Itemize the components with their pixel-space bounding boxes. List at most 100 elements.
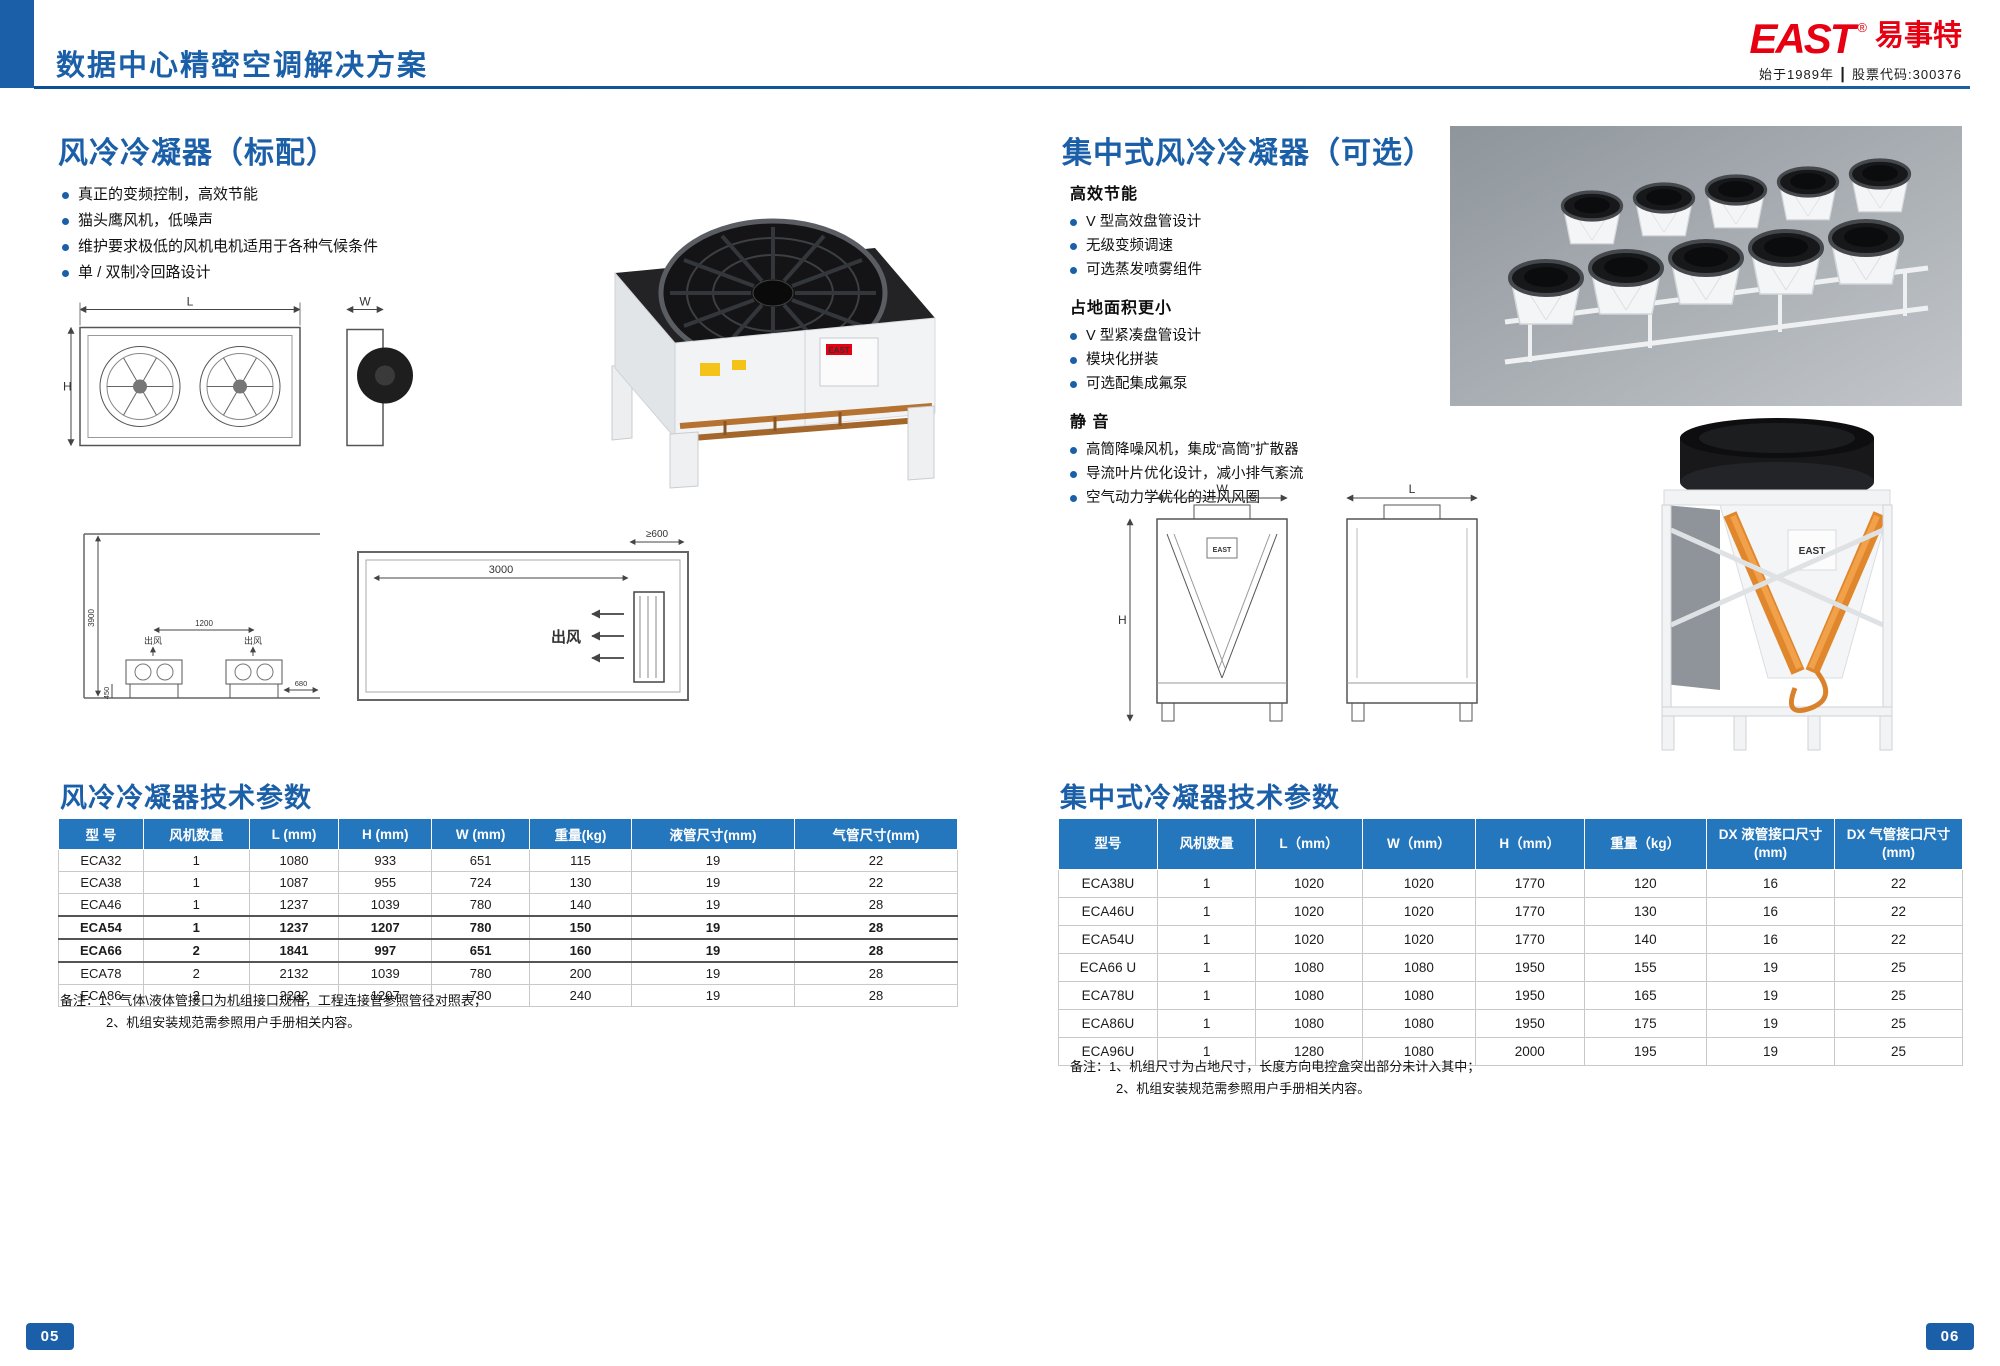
feature-group: 静 音 高筒降噪风机，集成“高筒”扩散器 导流叶片优化设计，减小排气紊流 <box>1070 408 1450 510</box>
dim-label-h: H <box>63 380 72 394</box>
column-header: 重量（kg） <box>1583 817 1708 871</box>
dim-label-gap: 1200 <box>195 619 213 628</box>
bullet-text: 猫头鹰风机，低噪声 <box>78 212 214 229</box>
table-cell: 1039 <box>338 893 433 917</box>
table-cell: 1020 <box>1255 869 1363 899</box>
bullet-icon <box>1070 332 1077 340</box>
bullet-icon <box>1070 266 1077 274</box>
bullet-icon <box>1070 242 1077 250</box>
table-cell: 120 <box>1583 869 1708 899</box>
table-cell: 1207 <box>338 984 433 1007</box>
table-cell: 28 <box>793 984 959 1007</box>
list-item: 维护要求极低的风机电机适用于各种气候条件 <box>62 234 522 260</box>
table-cell: 1020 <box>1361 869 1476 899</box>
column-header: W (mm) <box>431 818 531 850</box>
right-notes: 备注：1、机组尺寸为占地尺寸，长度方向电控盒突出部分未计入其中； 2、机组安装规… <box>1070 1056 1480 1100</box>
table-cell: ECA38U <box>1058 869 1158 899</box>
column-header: 风机数量 <box>142 818 250 850</box>
table-cell: 1 <box>1156 897 1257 927</box>
table-cell: 1950 <box>1474 1009 1585 1039</box>
technical-drawing-condenser-views: L H W <box>62 292 472 480</box>
bullet-text: 维护要求极低的风机电机适用于各种气候条件 <box>78 238 379 255</box>
dim-label-clearance: ≥600 <box>646 529 669 540</box>
bullet-icon <box>1070 494 1077 502</box>
table-cell: ECA54 <box>58 915 144 940</box>
dim-label-l: L <box>187 295 194 309</box>
feature-item-list: V 型紧凑盘管设计 模块化拼装 可选配集成氟泵 <box>1070 324 1450 396</box>
list-item: 真正的变频控制，高效节能 <box>62 182 522 208</box>
bullet-text: 可选蒸发喷雾组件 <box>1086 262 1202 278</box>
column-header: W（mm） <box>1361 817 1476 871</box>
list-item: 无级变频调速 <box>1070 234 1450 258</box>
table-cell: 1 <box>1156 869 1257 899</box>
table-cell: 19 <box>1706 1009 1835 1039</box>
table-cell: 955 <box>338 871 433 894</box>
table-cell: 1080 <box>1255 981 1363 1011</box>
left-feature-list: 真正的变频控制，高效节能 猫头鹰风机，低噪声 维护要求极低的风机电机适用于各种气… <box>62 182 522 286</box>
table-cell: 140 <box>529 893 632 917</box>
list-item: 高筒降噪风机，集成“高筒”扩散器 <box>1070 438 1450 462</box>
product-logo-label: EAST <box>1213 547 1232 554</box>
note-line: 备注：1、气体\液体管接口为机组接口规格，工程连接管参照管径对照表； <box>60 993 487 1008</box>
feature-group: 占地面积更小 V 型紧凑盘管设计 模块化拼装 可选配集成氟 <box>1070 294 1450 396</box>
left-notes: 备注：1、气体\液体管接口为机组接口规格，工程连接管参照管径对照表； 2、机组安… <box>60 990 487 1034</box>
feature-item-list: 高筒降噪风机，集成“高筒”扩散器 导流叶片优化设计，减小排气紊流 空气动力学优化… <box>1070 438 1450 510</box>
table-cell: 19 <box>630 915 795 940</box>
table-cell: 160 <box>529 938 632 963</box>
table-cell: ECA86U <box>1058 1009 1158 1039</box>
note-line: 2、机组安装规范需参照用户手册相关内容。 <box>1116 1081 1371 1097</box>
table-cell: ECA46U <box>1058 897 1158 927</box>
table-cell: 19 <box>1706 981 1835 1011</box>
list-item: 单 / 双制冷回路设计 <box>62 260 522 286</box>
list-item: V 型紧凑盘管设计 <box>1070 324 1450 348</box>
bullet-text: 单 / 双制冷回路设计 <box>78 264 211 281</box>
bullet-icon <box>1070 356 1077 364</box>
table-cell: 19 <box>630 849 795 872</box>
product-photo-air-cooled-condenser: EAST <box>520 138 950 496</box>
feature-heading: 高效节能 <box>1070 186 1139 203</box>
column-header: 气管尺寸(mm) <box>793 818 959 850</box>
table-cell: 16 <box>1706 897 1835 927</box>
feature-heading: 占地面积更小 <box>1070 300 1173 317</box>
table-cell: 1080 <box>1361 1009 1476 1039</box>
bullet-text: V 型紧凑盘管设计 <box>1086 328 1202 344</box>
list-item: 可选蒸发喷雾组件 <box>1070 258 1450 282</box>
table-cell: 1 <box>142 871 250 894</box>
outlet-label-small-2: 出风 <box>244 635 262 646</box>
bullet-icon <box>1070 380 1077 388</box>
table-cell: 22 <box>1834 897 1963 927</box>
table-cell: 1020 <box>1255 925 1363 955</box>
product-logo-label: EAST <box>828 346 849 355</box>
table-cell: 19 <box>630 893 795 917</box>
bullet-icon <box>62 191 69 199</box>
header-divider <box>34 86 1970 89</box>
logo-east-text: EAST <box>1749 15 1855 62</box>
table-cell: 150 <box>529 915 632 940</box>
dim-label-height: 3900 <box>87 609 96 627</box>
feature-heading: 静 音 <box>1070 414 1110 431</box>
table-cell: 1 <box>1156 925 1257 955</box>
table-cell: 2132 <box>248 961 340 985</box>
table-cell: 2000 <box>1474 1037 1585 1067</box>
table-cell: 22 <box>1834 925 1963 955</box>
technical-drawing-v-condenser-views: W EAST H L <box>1112 478 1514 750</box>
table-cell: 195 <box>1583 1037 1708 1067</box>
table-cell: 1280 <box>1255 1037 1363 1067</box>
table-cell: 1020 <box>1361 897 1476 927</box>
page-title: 数据中心精密空调解决方案 <box>56 50 429 82</box>
list-item: 模块化拼装 <box>1070 348 1450 372</box>
left-section-title: 风冷冷凝器（标配） <box>58 137 337 170</box>
table-cell: ECA32 <box>58 849 144 872</box>
table-cell: 1 <box>1156 953 1257 983</box>
column-header: DX 气管接口尺寸(mm) <box>1834 817 1963 871</box>
right-table-title: 集中式冷凝器技术参数 <box>1060 783 1340 813</box>
brand-logo: EAST ® 易事特 始于1989年 ┃ 股票代码:300376 <box>1749 18 1962 83</box>
